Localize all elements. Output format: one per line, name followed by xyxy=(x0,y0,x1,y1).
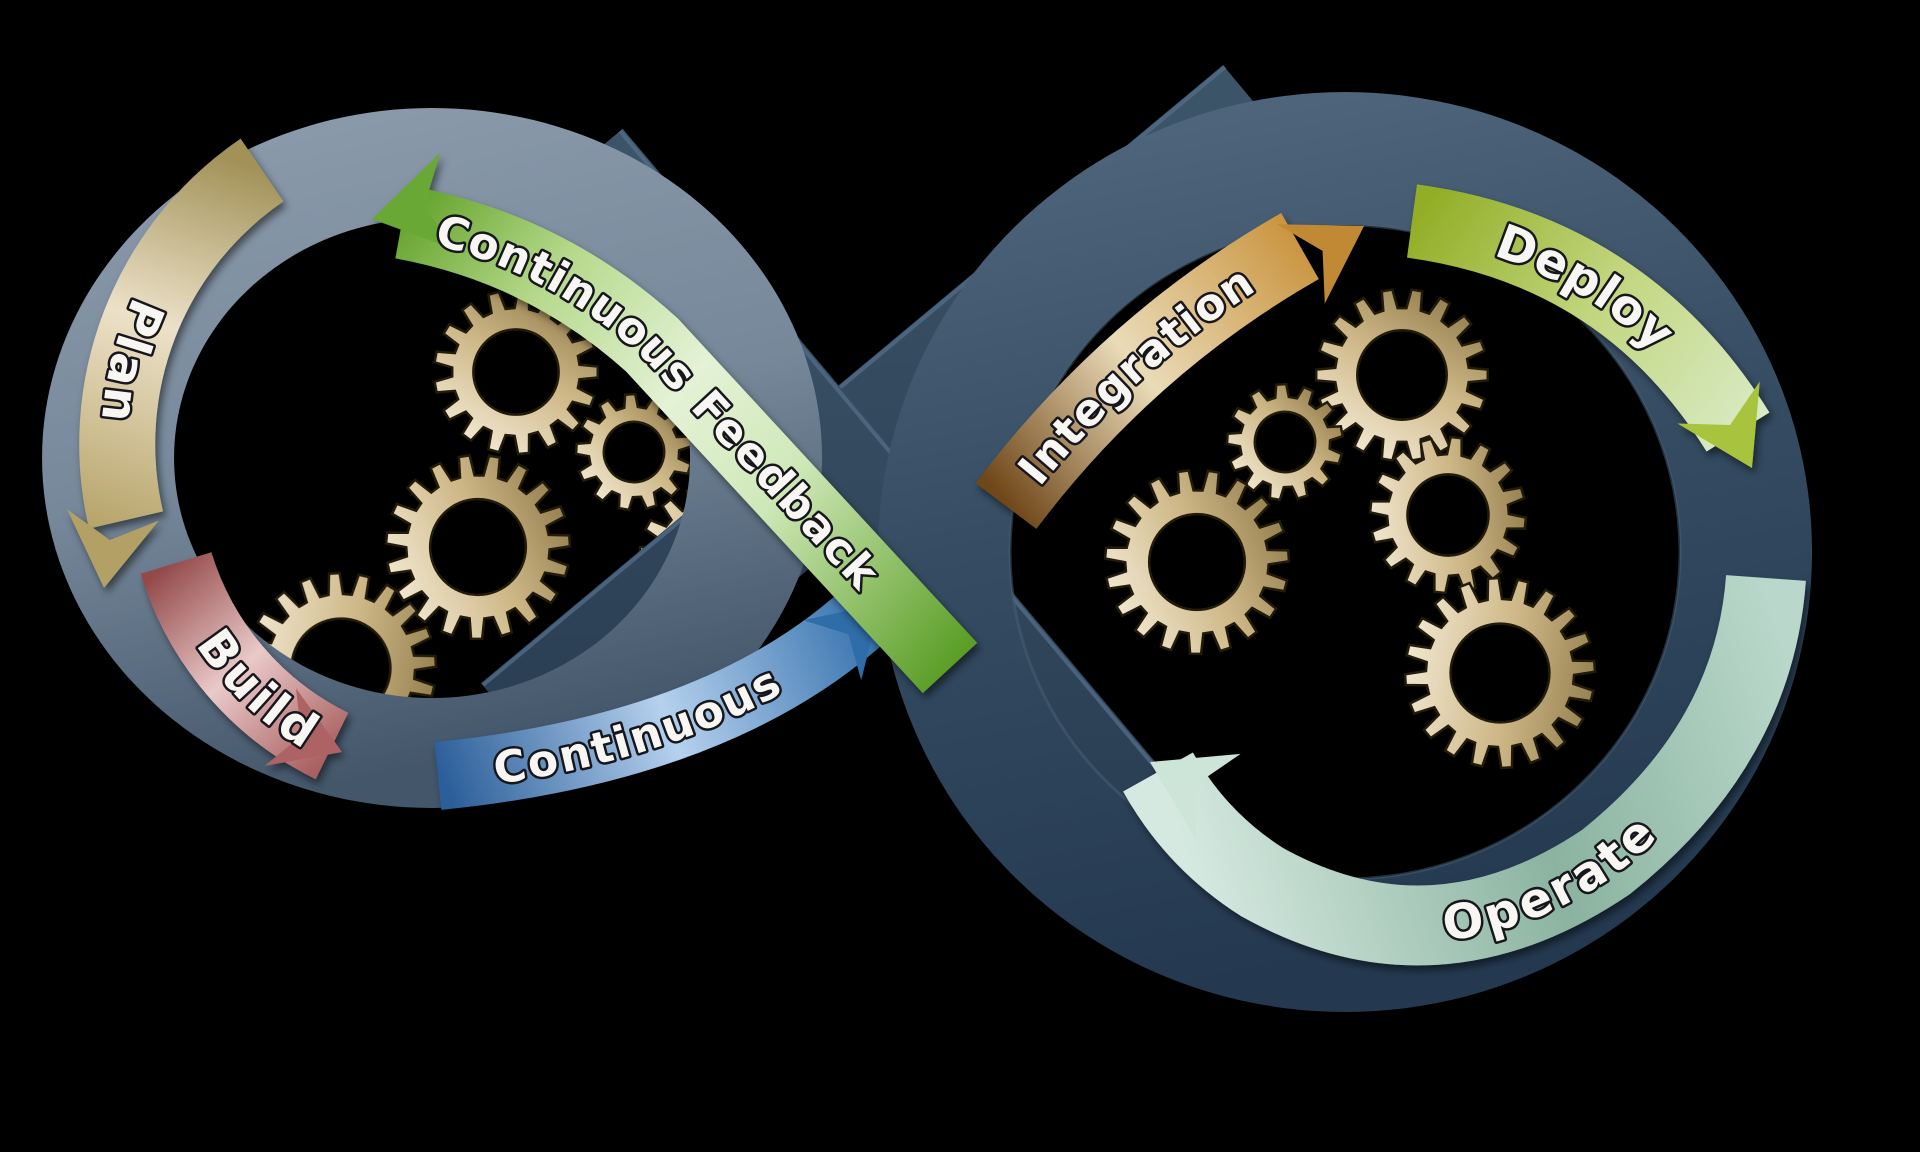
continuous-band xyxy=(434,586,891,810)
operate-band xyxy=(1123,574,1806,966)
plan-band xyxy=(79,138,284,529)
gear-icon xyxy=(1368,435,1528,595)
gear-icon xyxy=(1403,576,1597,770)
gear-icon xyxy=(1225,382,1345,502)
gear-cluster-right xyxy=(1103,288,1597,770)
deploy-band xyxy=(1406,184,1770,452)
gear-icon xyxy=(384,453,572,641)
integration-band xyxy=(975,212,1319,529)
gear-icon xyxy=(574,392,694,512)
stage-arrow-build: Build xyxy=(140,551,358,791)
gear-icon xyxy=(1103,468,1291,656)
gear-icon xyxy=(1314,288,1490,462)
